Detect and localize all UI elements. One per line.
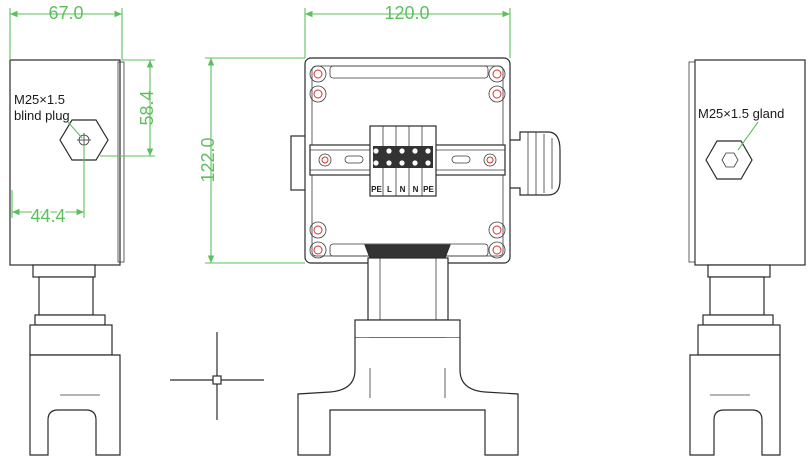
- right-din-clip: [689, 354, 781, 456]
- dim-left-width: 67.0: [48, 3, 83, 23]
- blind-plug-label-2: blind plug: [14, 108, 70, 123]
- dim-left-offset: 44.4: [30, 206, 65, 226]
- front-view: PE L N N PE: [290, 57, 561, 456]
- blind-plug-label-1: M25×1.5: [14, 92, 65, 107]
- cable-gland: [506, 131, 561, 196]
- mounting-holes: [309, 65, 506, 259]
- left-din-clip: [29, 354, 121, 456]
- left-side-view: [9, 59, 125, 456]
- dim-front-height: 122.0: [198, 137, 218, 182]
- center-crosshair: [170, 332, 264, 420]
- terminal-label: N: [413, 185, 419, 194]
- left-dimensions: 67.0 58.4 44.4 M25×1.5 blind plug: [9, 3, 157, 228]
- terminal-label: PE: [423, 185, 434, 194]
- terminal-label: L: [387, 185, 392, 194]
- terminal-block: PE L N N PE: [369, 125, 437, 197]
- front-din-clip: [297, 338, 519, 456]
- dim-front-width: 120.0: [384, 3, 429, 23]
- right-side-view: M25×1.5 gland: [688, 59, 806, 456]
- gland-hex: [705, 140, 753, 180]
- terminal-label: PE: [371, 185, 382, 194]
- terminal-label: N: [400, 185, 406, 194]
- left-enclosure-body: [9, 59, 121, 266]
- gland-label: M25×1.5 gland: [698, 106, 784, 121]
- front-dimensions: 120.0 122.0: [198, 3, 511, 264]
- dim-left-height: 58.4: [137, 90, 157, 125]
